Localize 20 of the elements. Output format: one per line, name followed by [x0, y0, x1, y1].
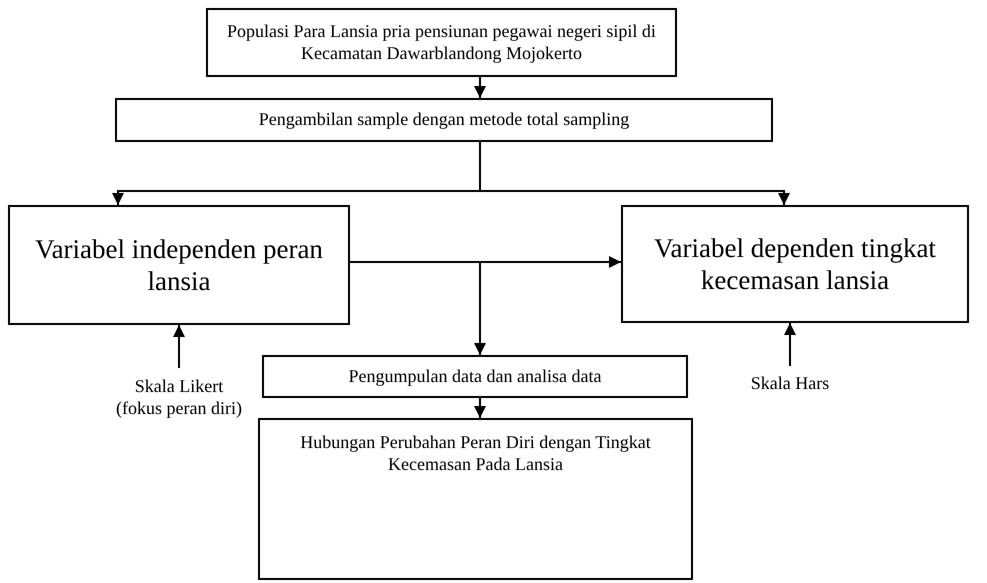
process-box	[621, 205, 969, 323]
box-text: Variabel independen peran lansia	[34, 232, 324, 298]
process-box	[258, 418, 693, 580]
process-box	[115, 98, 773, 142]
box-text: Pengambilan sample dengan metode total sampling	[258, 109, 630, 131]
arrow	[350, 261, 486, 355]
process-box	[206, 8, 677, 77]
arrow	[474, 77, 486, 98]
box-text: Pengumpulan data dan analisa data	[348, 366, 602, 388]
box-text: Populasi Para Lansia pria pensiunan pegawai negeri sipil di Kecamatan Dawarblandong Mojokerto	[226, 20, 657, 64]
arrow	[474, 398, 486, 418]
arrow	[173, 325, 185, 368]
process-box	[8, 205, 350, 325]
box-text: Hubungan Perubahan Peran Diri dengan Tingkat Kecemasan Pada Lansia	[299, 432, 652, 476]
process-box	[262, 355, 688, 398]
annotation-text: Skala Hars	[750, 373, 830, 395]
annotation-text: Skala Likert (fokus peran diri)	[115, 376, 243, 420]
arrow	[479, 142, 790, 205]
arrow	[784, 323, 796, 366]
box-text: Variabel dependen tingkat kecemasan lansia	[653, 232, 937, 296]
